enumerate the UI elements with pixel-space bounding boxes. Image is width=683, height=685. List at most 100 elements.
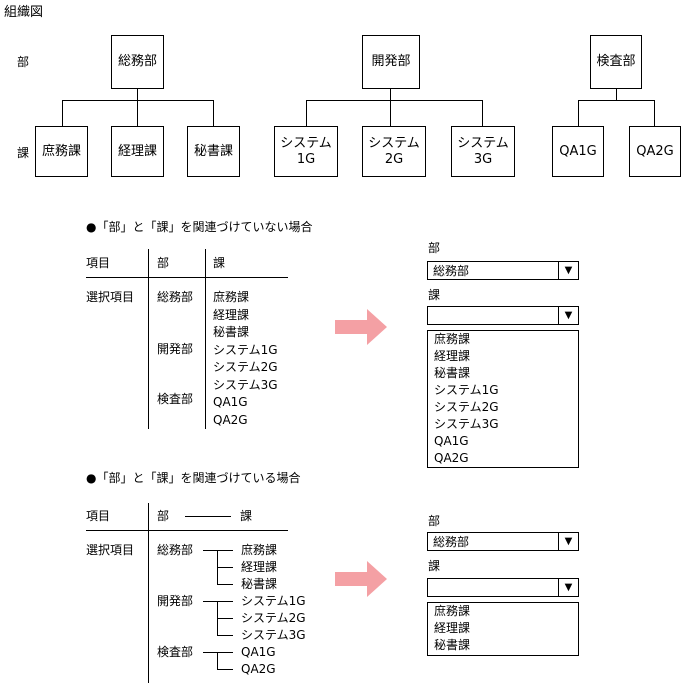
tree-connector bbox=[203, 652, 233, 653]
org-dept-box: 総務部 bbox=[111, 35, 164, 89]
org-connector bbox=[390, 89, 391, 101]
table-cell: QA1G bbox=[241, 645, 276, 659]
ka-dropdown[interactable]: ▼ bbox=[427, 578, 579, 597]
list-item[interactable]: QA2G bbox=[434, 451, 469, 465]
ka-option-list[interactable]: 庶務課 経理課 秘書課 システム1G システム2G システム3G QA1G QA… bbox=[427, 330, 579, 468]
ka-option-list[interactable]: 庶務課 経理課 秘書課 bbox=[427, 602, 579, 656]
table-cell: システム1G bbox=[213, 342, 278, 357]
org-connector bbox=[482, 100, 483, 127]
org-section-box: 秘書課 bbox=[187, 126, 240, 177]
table-divider bbox=[148, 503, 149, 683]
org-connector bbox=[62, 100, 63, 127]
table-cell: 開発部 bbox=[157, 342, 194, 356]
table-cell: 秘書課 bbox=[241, 577, 278, 591]
list-item[interactable]: 庶務課 bbox=[434, 604, 471, 618]
org-connector bbox=[616, 89, 617, 101]
ka-label: 課 bbox=[428, 559, 441, 573]
tree-connector bbox=[217, 635, 233, 636]
right-arrow-icon bbox=[335, 309, 387, 345]
table-row-label: 選択項目 bbox=[86, 543, 135, 557]
row-label-ka: 課 bbox=[17, 146, 30, 160]
relation-line bbox=[185, 516, 231, 517]
table-cell: 検査部 bbox=[157, 392, 194, 406]
table-cell: システム2G bbox=[241, 611, 306, 625]
triangle-down-icon[interactable]: ▼ bbox=[558, 307, 578, 324]
table-cell: 総務部 bbox=[157, 543, 194, 557]
org-section-box: 庶務課 bbox=[35, 126, 88, 177]
org-connector bbox=[306, 100, 307, 127]
triangle-down-icon[interactable]: ▼ bbox=[558, 262, 578, 279]
table-cell: システム3G bbox=[213, 377, 278, 392]
org-connector bbox=[654, 100, 655, 127]
org-section-box: システム 3G bbox=[451, 126, 515, 177]
list-item[interactable]: QA1G bbox=[434, 434, 469, 448]
ka-label: 課 bbox=[428, 288, 441, 302]
bu-dropdown[interactable]: 総務部 ▼ bbox=[427, 261, 579, 280]
org-dept-box: 検査部 bbox=[590, 35, 642, 89]
org-section-box: QA2G bbox=[629, 126, 681, 177]
case2-heading: ●「部」と「課」を関連づけている場合 bbox=[86, 471, 301, 485]
table-cell: QA1G bbox=[213, 395, 248, 409]
list-item[interactable]: 秘書課 bbox=[434, 366, 471, 380]
org-connector bbox=[62, 100, 214, 101]
org-connector bbox=[306, 100, 483, 101]
ka-dropdown[interactable]: ▼ bbox=[427, 306, 579, 325]
table-cell: 庶務課 bbox=[241, 543, 278, 557]
table-cell: QA2G bbox=[213, 412, 248, 427]
bu-dropdown-value: 総務部 bbox=[433, 535, 470, 549]
tree-connector bbox=[217, 618, 233, 619]
org-connector bbox=[137, 89, 138, 101]
org-connector bbox=[137, 100, 138, 127]
list-item[interactable]: システム2G bbox=[434, 400, 499, 414]
table-cell: 経理課 bbox=[241, 560, 278, 574]
tree-connector bbox=[217, 567, 233, 568]
org-section-box: システム 2G bbox=[362, 126, 426, 177]
table-cell: 総務部 bbox=[157, 290, 194, 304]
row-label-bu: 部 bbox=[17, 55, 30, 69]
table-header: 部 bbox=[157, 256, 170, 270]
org-connector bbox=[390, 100, 391, 127]
bu-dropdown[interactable]: 総務部 ▼ bbox=[427, 532, 579, 551]
list-item[interactable]: システム1G bbox=[434, 383, 499, 397]
table-divider bbox=[205, 249, 206, 429]
table-cell: 検査部 bbox=[157, 645, 194, 659]
list-item[interactable]: 経理課 bbox=[434, 349, 471, 363]
tree-connector bbox=[203, 601, 233, 602]
org-connector bbox=[578, 100, 579, 127]
table-divider bbox=[148, 249, 149, 429]
org-connector bbox=[213, 100, 214, 127]
list-item[interactable]: 経理課 bbox=[434, 621, 471, 635]
tree-connector bbox=[203, 550, 233, 551]
tree-connector bbox=[217, 669, 233, 670]
bu-label: 部 bbox=[428, 514, 441, 528]
tree-connector bbox=[217, 652, 218, 669]
org-connector bbox=[578, 100, 655, 101]
list-item[interactable]: システム3G bbox=[434, 417, 499, 431]
bu-dropdown-value: 総務部 bbox=[433, 264, 470, 278]
list-item[interactable]: 庶務課 bbox=[434, 332, 471, 346]
list-item[interactable]: 秘書課 bbox=[434, 638, 471, 652]
case1-heading: ●「部」と「課」を関連づけていない場合 bbox=[86, 220, 313, 234]
table-cell: 経理課 bbox=[213, 307, 250, 322]
table-cell: 秘書課 bbox=[213, 325, 250, 339]
triangle-down-icon[interactable]: ▼ bbox=[558, 579, 578, 596]
table-rule bbox=[86, 530, 288, 531]
bu-label: 部 bbox=[428, 241, 441, 255]
table-header: 項目 bbox=[86, 256, 111, 270]
org-section-box: システム 1G bbox=[274, 126, 338, 177]
table-cell: 庶務課 bbox=[213, 290, 250, 304]
diagram-title: 組織図 bbox=[4, 5, 44, 20]
org-dept-box: 開発部 bbox=[362, 35, 420, 89]
table-header: 課 bbox=[213, 256, 226, 270]
triangle-down-icon[interactable]: ▼ bbox=[558, 533, 578, 550]
table-cell: 開発部 bbox=[157, 594, 194, 608]
table-rule bbox=[86, 277, 288, 278]
table-cell: システム1G bbox=[241, 594, 306, 608]
table-header: 項目 bbox=[86, 509, 111, 523]
table-row-label: 選択項目 bbox=[86, 290, 135, 304]
org-section-box: QA1G bbox=[552, 126, 604, 177]
section-list: 庶務課 経理課 秘書課 システム1G システム2G システム3G QA1G QA… bbox=[213, 289, 278, 429]
table-cell: システム2G bbox=[213, 360, 278, 374]
table-cell: QA2G bbox=[241, 662, 276, 676]
org-section-box: 経理課 bbox=[111, 126, 164, 177]
